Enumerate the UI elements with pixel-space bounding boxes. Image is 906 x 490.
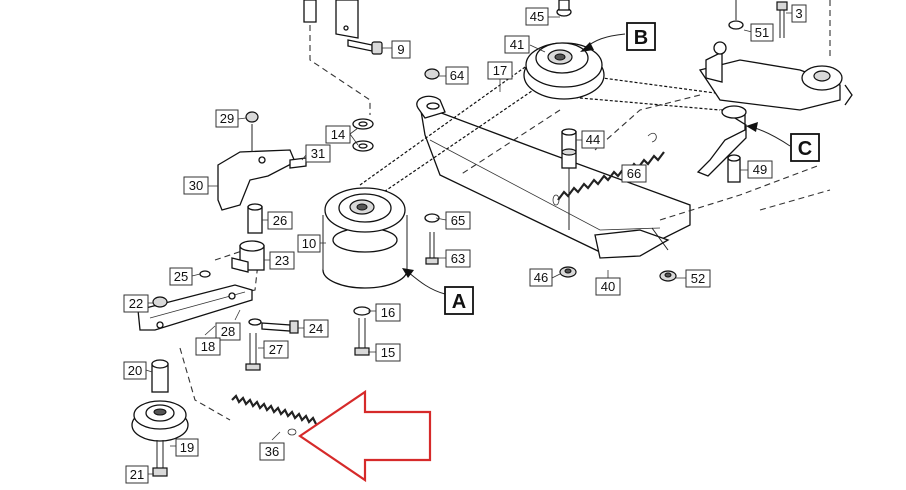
callout-label-a: A	[452, 291, 466, 313]
part-number: 44	[586, 132, 600, 147]
part-label-16: 16	[375, 303, 401, 322]
part-number: 25	[174, 269, 188, 284]
part-number: 46	[534, 270, 548, 285]
callout-B: B	[626, 22, 656, 51]
bolt-15	[353, 306, 371, 356]
part-number: 36	[265, 444, 279, 459]
part-label-51: 51	[750, 23, 774, 42]
spacer-49	[727, 154, 741, 183]
callout-A: A	[444, 286, 474, 315]
part-number: 9	[397, 42, 404, 57]
part-label-30: 30	[183, 176, 209, 195]
part-label-22: 22	[123, 294, 149, 313]
part-number: 52	[691, 271, 705, 286]
part-number: 29	[220, 111, 234, 126]
part-label-9: 9	[391, 40, 411, 59]
washers-14	[352, 118, 374, 152]
part-number: 40	[601, 279, 615, 294]
part-number: 49	[753, 162, 767, 177]
part-label-10: 10	[297, 234, 321, 253]
part-label-36: 36	[259, 442, 285, 461]
part-label-18: 18	[195, 337, 221, 356]
bracket-30	[217, 111, 307, 211]
part-label-63: 63	[445, 249, 471, 268]
part-number: 66	[627, 166, 641, 181]
part-label-29: 29	[215, 109, 239, 128]
part-label-52: 52	[685, 269, 711, 288]
part-label-49: 49	[747, 160, 773, 179]
part-label-44: 44	[581, 130, 605, 149]
part-number: 23	[275, 253, 289, 268]
part-label-25: 25	[169, 267, 193, 286]
part-number: 20	[128, 363, 142, 378]
part-number: 65	[451, 213, 465, 228]
part-number: 15	[381, 345, 395, 360]
part-number: 22	[129, 296, 143, 311]
part-label-19: 19	[175, 438, 199, 457]
pointer-arrow	[298, 389, 432, 483]
part-label-65: 65	[445, 211, 471, 230]
part-number: 14	[331, 127, 345, 142]
part-number: 63	[451, 251, 465, 266]
idler-arm	[696, 41, 853, 177]
part-number: 21	[130, 467, 144, 482]
part-number: 3	[795, 6, 802, 21]
part-label-41: 41	[504, 35, 530, 54]
part-label-24: 24	[303, 319, 329, 338]
part-number: 41	[510, 37, 524, 52]
part-number: 45	[530, 9, 544, 24]
arm-18	[137, 284, 299, 371]
part-label-21: 21	[125, 465, 149, 484]
frame-bracket	[416, 95, 691, 259]
part-label-17: 17	[487, 61, 513, 80]
callout-C: C	[790, 133, 820, 162]
part-number: 27	[269, 342, 283, 357]
idler-19	[131, 359, 189, 477]
bolts-top-right	[728, 0, 788, 38]
part-label-27: 27	[263, 340, 289, 359]
part-number: 18	[201, 339, 215, 354]
hardware-small	[424, 68, 677, 282]
part-number: 28	[221, 324, 235, 339]
part-label-66: 66	[621, 164, 647, 183]
part-label-64: 64	[445, 66, 469, 85]
part-number: 51	[755, 25, 769, 40]
pulley-41	[523, 0, 605, 100]
part-label-26: 26	[267, 211, 293, 230]
part-label-28: 28	[215, 322, 241, 341]
callout-label-b: B	[634, 27, 648, 49]
part-label-46: 46	[529, 268, 553, 287]
part-number: 10	[302, 236, 316, 251]
part-label-3: 3	[791, 4, 807, 23]
top-bracket	[303, 0, 383, 55]
part-labels: 45 3 41 51 9 64 17 29 14 44 31 30 66 49 26 65 10 23 63 25 46…	[123, 4, 807, 484]
part-label-40: 40	[595, 277, 621, 296]
part-number: 30	[189, 178, 203, 193]
part-number: 17	[493, 63, 507, 78]
spring-36	[231, 394, 317, 436]
part-number: 31	[311, 146, 325, 161]
part-number: 24	[309, 321, 323, 336]
part-label-15: 15	[375, 343, 401, 362]
part-label-20: 20	[123, 361, 147, 380]
part-label-14: 14	[325, 125, 351, 144]
part-number: 64	[450, 68, 464, 83]
part-number: 16	[381, 305, 395, 320]
part-label-45: 45	[525, 7, 549, 26]
part-number: 26	[273, 213, 287, 228]
pulley-10	[322, 187, 408, 289]
part-label-31: 31	[305, 144, 331, 163]
part-number: 19	[180, 440, 194, 455]
spring-66	[552, 132, 665, 206]
part-label-23: 23	[269, 251, 295, 270]
callout-arrows	[402, 33, 791, 295]
spacer-44	[561, 128, 577, 230]
callout-label-c: C	[798, 138, 812, 160]
pivot-23	[199, 203, 265, 278]
